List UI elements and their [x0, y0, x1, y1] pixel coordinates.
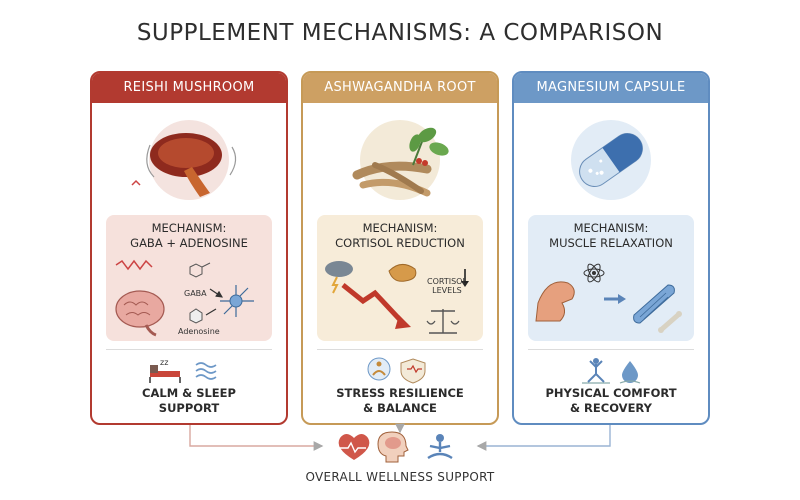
gaba-label: GABA [184, 289, 207, 298]
cortisol-reduction-diagram [325, 261, 469, 334]
svg-text:zz: zz [160, 358, 168, 367]
card-header-magnesium: MAGNESIUM CAPSULE [514, 73, 708, 103]
molecule-icon [189, 262, 211, 278]
outcome-reishi: CALM & SLEEP SUPPORT [92, 386, 286, 416]
heart-pulse-icon [338, 434, 370, 460]
capsule-icon [571, 120, 651, 200]
bed-icon: zz [149, 358, 181, 383]
water-drop-icon [619, 361, 641, 384]
mechanism-box-magnesium: MECHANISM: MUSCLE RELAXATION [528, 215, 694, 341]
page-title: SUPPLEMENT MECHANISMS: A COMPARISON [136, 20, 664, 46]
adenosine-molecule-icon [189, 308, 217, 324]
card-header-ashwagandha: ASHWAGANDHA ROOT [303, 73, 497, 103]
mechanism-box-reishi: MECHANISM: GABA + ADENOSINE [106, 215, 272, 341]
mechanism-label-ashwagandha: MECHANISM: CORTISOL REDUCTION [317, 221, 483, 251]
outcome-icons-reishi: zz [149, 358, 217, 383]
card-divider [317, 349, 483, 350]
person-meditating-icon [427, 434, 453, 460]
bone-icon [658, 311, 682, 333]
cortisol-label-line-2: LEVELS [432, 286, 462, 295]
outcome-line-1: PHYSICAL COMFORT [545, 386, 677, 400]
outcome-line-1: CALM & SLEEP [142, 386, 236, 400]
storm-cloud-icon [325, 261, 353, 294]
outcome-magnesium: PHYSICAL COMFORT & RECOVERY [514, 386, 708, 416]
mechanism-heading: MECHANISM: [573, 221, 649, 235]
wellness-icons [338, 431, 453, 463]
overall-wellness-label: OVERALL WELLNESS SUPPORT [305, 470, 495, 484]
outcome-icons-magnesium [582, 358, 641, 384]
mechanism-name: GABA + ADENOSINE [130, 236, 248, 250]
magnesium-card: MAGNESIUM CAPSULE MECHANISM: MUSCLE RELA… [512, 71, 710, 425]
root-icon [352, 120, 449, 200]
card-divider [106, 349, 272, 350]
reishi-card: REISHI MUSHROOM MECHANISM: GABA + ADENOS… [90, 71, 288, 425]
mushroom-icon [131, 120, 237, 200]
waves-icon [195, 362, 217, 380]
card-header-reishi: REISHI MUSHROOM [92, 73, 286, 103]
head-brain-icon [377, 431, 409, 463]
atom-icon [583, 263, 605, 283]
adenosine-label: Adenosine [178, 327, 220, 336]
signal-wave-icon [115, 259, 153, 271]
balance-scale-icon [426, 309, 460, 334]
outcome-line-2: & BALANCE [363, 401, 437, 415]
outcome-line-2: SUPPORT [158, 401, 220, 415]
heart-shield-icon [400, 358, 426, 384]
adrenal-gland-icon [388, 264, 417, 282]
mechanism-name: MUSCLE RELAXATION [549, 236, 673, 250]
mechanism-box-ashwagandha: MECHANISM: CORTISOL REDUCTION CORTISOL L… [317, 215, 483, 341]
mechanism-name: CORTISOL REDUCTION [335, 236, 465, 250]
outcome-line-2: & RECOVERY [570, 401, 652, 415]
brain-icon [115, 290, 165, 337]
mechanism-heading: MECHANISM: [151, 221, 227, 235]
cortisol-label-line-1: CORTISOL [427, 277, 467, 286]
card-divider [528, 349, 694, 350]
muscle-relaxation-diagram [535, 263, 682, 333]
neuron-icon [209, 285, 254, 317]
outcome-line-1: STRESS RESILIENCE [336, 386, 464, 400]
ashwagandha-card: ASHWAGANDHA ROOT MECHANISM: CORTISOL RED… [301, 71, 499, 425]
gaba-adenosine-diagram [115, 259, 254, 337]
muscle-fiber-icon [633, 284, 675, 324]
connector-magnesium [476, 425, 611, 451]
meditation-icon [367, 357, 391, 381]
yoga-pose-icon [582, 358, 610, 384]
mechanism-label-reishi: MECHANISM: GABA + ADENOSINE [106, 221, 272, 251]
mechanism-label-magnesium: MECHANISM: MUSCLE RELAXATION [528, 221, 694, 251]
connector-reishi [189, 425, 324, 451]
outcome-ashwagandha: STRESS RESILIENCE & BALANCE [303, 386, 497, 416]
down-arrow-icon [341, 283, 405, 325]
arm-muscle-icon [535, 281, 575, 322]
outcome-icons-ashwagandha [367, 357, 426, 384]
mechanism-heading: MECHANISM: [362, 221, 438, 235]
cortisol-label: CORTISOL LEVELS [427, 277, 467, 295]
